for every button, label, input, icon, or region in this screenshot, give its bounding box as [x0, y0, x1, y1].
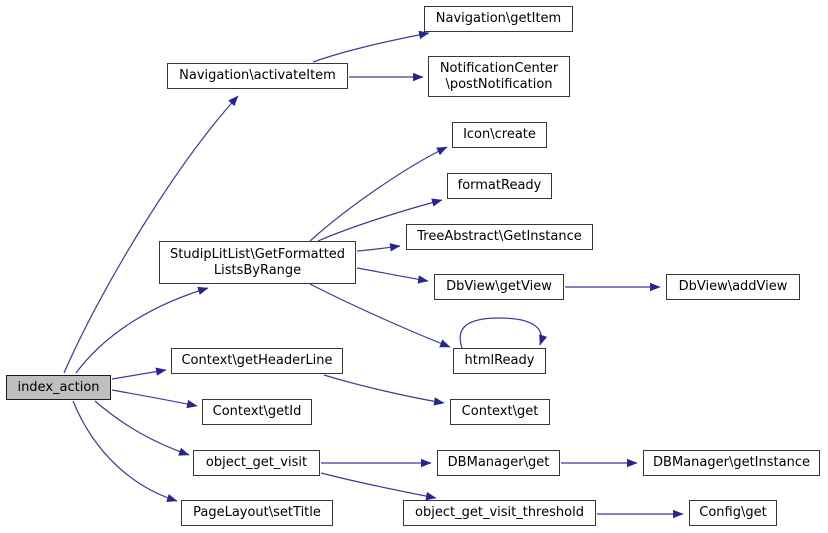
- node-dbmanager_get[interactable]: DBManager\get: [437, 450, 560, 476]
- node-context_get[interactable]: Context\get: [450, 399, 550, 425]
- edge-studiplitlist_getformattedlistsbyrange-to-formatready: [317, 198, 443, 242]
- node-context_getid[interactable]: Context\getId: [202, 399, 312, 425]
- edge-studiplitlist_getformattedlistsbyrange-to-icon_create: [309, 146, 448, 242]
- edge-index_action-to-context_getheaderline: [111, 367, 167, 380]
- edge-htmlready-to-htmlready: [459, 317, 548, 349]
- edge-context_getheaderline-to-context_get: [323, 374, 445, 406]
- edge-studiplitlist_getformattedlistsbyrange-to-treeabstract_getinstance: [356, 243, 401, 252]
- node-dbview_getview[interactable]: DbView\getView: [434, 274, 564, 300]
- edge-studiplitlist_getformattedlistsbyrange-to-dbview_getview: [356, 267, 429, 284]
- node-object_get_visit_threshold[interactable]: object_get_visit_threshold: [403, 500, 596, 526]
- node-notificationcenter_postnotification[interactable]: NotificationCenter \postNotification: [428, 56, 570, 97]
- edge-index_action-to-context_getid: [111, 389, 198, 409]
- edge-index_action-to-studiplitlist_getformattedlistsbyrange: [75, 286, 209, 374]
- node-studiplitlist_getformattedlistsbyrange[interactable]: StudipLitList\GetFormatted ListsByRange: [159, 241, 356, 284]
- edge-index_action-to-object_get_visit: [94, 400, 190, 456]
- node-object_get_visit[interactable]: object_get_visit: [193, 450, 320, 476]
- node-treeabstract_getinstance[interactable]: TreeAbstract\GetInstance: [406, 224, 593, 250]
- node-navigation_activateitem[interactable]: Navigation\activateItem: [167, 63, 348, 89]
- node-dbmanager_getinstance[interactable]: DBManager\getInstance: [643, 450, 820, 476]
- node-pagelayout_settitle[interactable]: PageLayout\setTitle: [181, 500, 333, 526]
- node-icon_create[interactable]: Icon\create: [452, 122, 547, 148]
- node-index_action[interactable]: index_action: [6, 375, 111, 400]
- edge-index_action-to-navigation_activateitem: [63, 95, 239, 374]
- edge-index_action-to-pagelayout_settitle: [72, 400, 178, 503]
- edge-navigation_activateitem-to-navigation_getitem: [312, 30, 430, 63]
- node-dbview_addview[interactable]: DbView\addView: [666, 274, 800, 300]
- node-config_get[interactable]: Config\get: [689, 500, 777, 526]
- node-formatready[interactable]: formatReady: [447, 173, 552, 199]
- node-navigation_getitem[interactable]: Navigation\getItem: [424, 6, 573, 32]
- node-htmlready[interactable]: htmlReady: [453, 348, 546, 374]
- edge-studiplitlist_getformattedlistsbyrange-to-htmlready: [309, 283, 451, 348]
- node-context_getheaderline[interactable]: Context\getHeaderLine: [171, 348, 343, 374]
- edge-object_get_visit-to-object_get_visit_threshold: [320, 472, 437, 501]
